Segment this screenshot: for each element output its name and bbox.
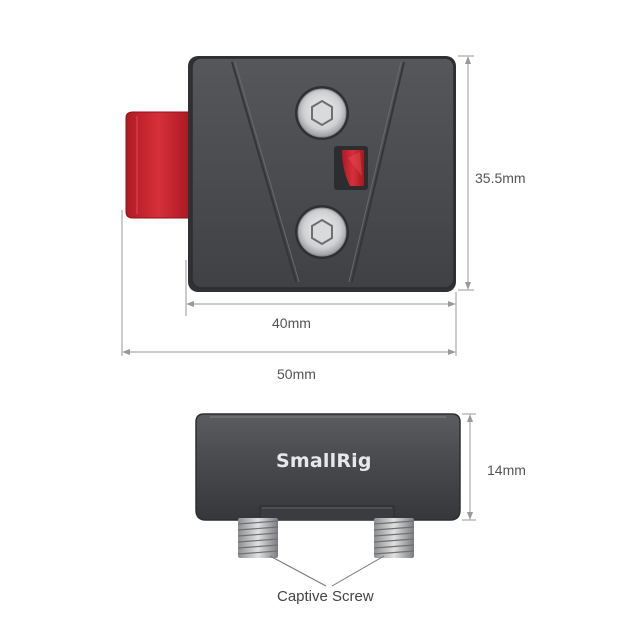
dimension-lines: [121, 55, 476, 521]
threaded-screw-icon: [237, 518, 279, 558]
width-dimension-label: 40mm: [272, 315, 311, 331]
height-dimension-label: 35.5mm: [475, 170, 526, 186]
thickness-dimension-label: 14mm: [487, 462, 526, 478]
clamp-body-top-view: [188, 56, 456, 292]
brand-logo: SmallRig: [276, 450, 372, 472]
quick-release-lever: [125, 111, 193, 219]
hex-screw-icon: [295, 205, 349, 259]
callout-lines: [269, 555, 385, 587]
captive-screw-label: Captive Screw: [277, 588, 374, 605]
overall-width-dimension-label: 50mm: [277, 366, 316, 382]
clamp-body-side-view: [195, 413, 461, 521]
threaded-screw-icon: [373, 518, 415, 558]
hex-screw-icon: [295, 86, 349, 140]
